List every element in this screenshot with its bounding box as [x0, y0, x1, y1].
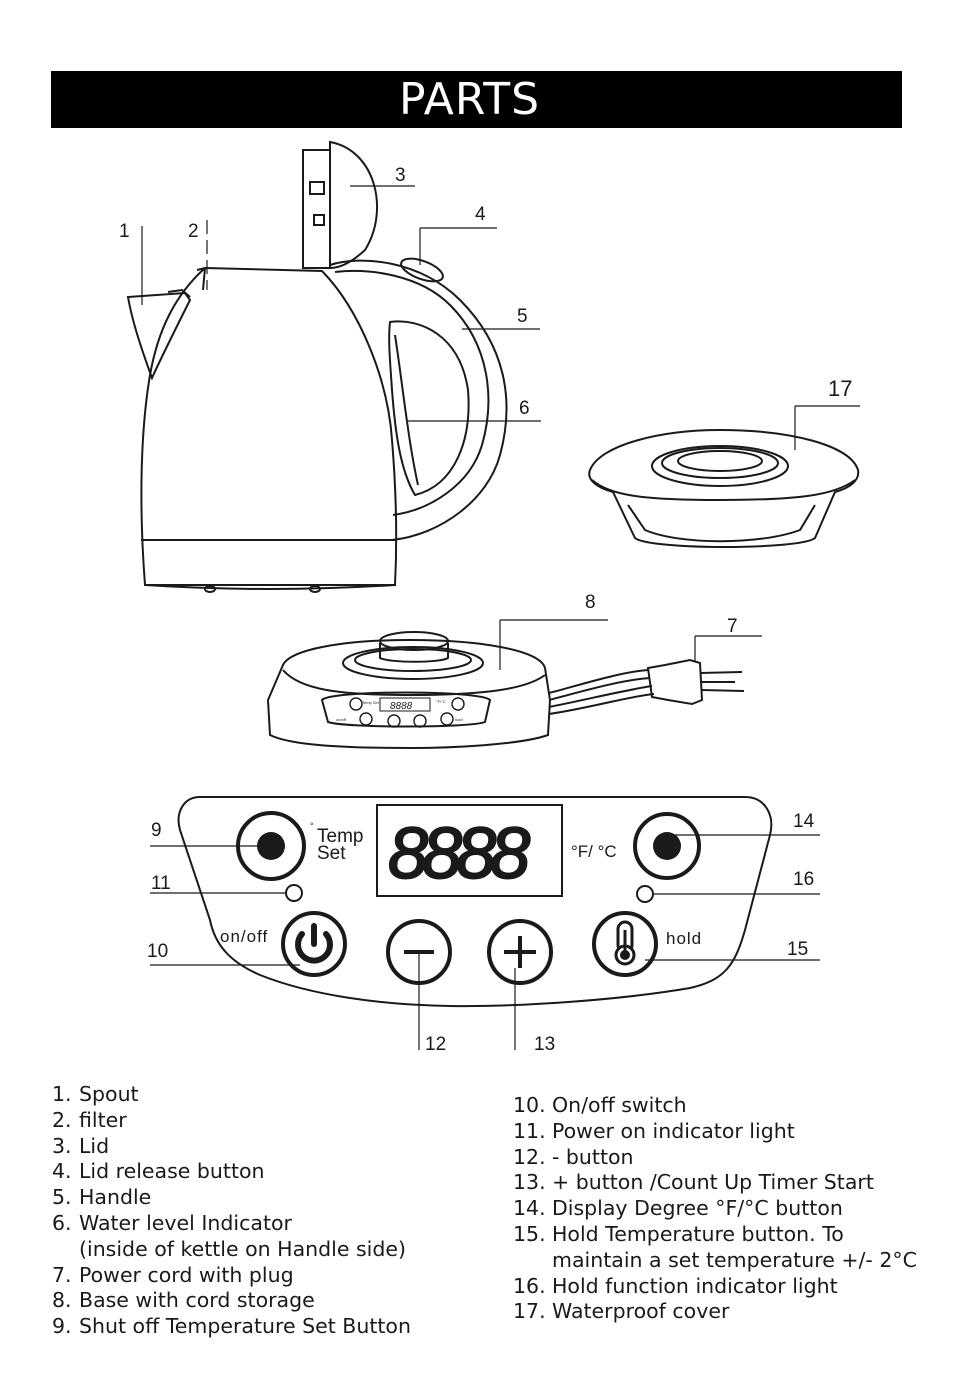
hold-indicator-light	[636, 885, 654, 903]
kettle-lid	[329, 140, 379, 270]
power-indicator-light	[285, 884, 303, 902]
lcd-display-frame	[376, 804, 563, 897]
list-item: 7.Power cord with plug	[52, 1262, 294, 1287]
callout-3: 3	[395, 165, 406, 186]
callout-1: 1	[119, 221, 130, 242]
callout-12: 12	[425, 1034, 446, 1055]
mini-on-off: on/off	[336, 717, 347, 722]
panel-leaders	[150, 834, 820, 1050]
list-item: 4.Lid release button	[52, 1159, 265, 1184]
list-item: 17.Waterproof cover	[513, 1299, 730, 1324]
callout-13: 13	[534, 1034, 555, 1055]
degree-mark: °	[310, 821, 314, 831]
control-panel-outline	[177, 796, 773, 1008]
callout-8: 8	[585, 592, 596, 613]
kettle-spout	[126, 291, 192, 381]
temp-set-label-2: Set	[317, 843, 346, 864]
callout-6: 6	[519, 398, 530, 419]
hold-button	[592, 911, 658, 977]
unit-label: °F/ °C	[571, 842, 617, 861]
power-icon	[295, 931, 333, 964]
kettle-callouts: 1 2 3 4 5 6	[119, 165, 530, 419]
plus-button	[487, 919, 553, 985]
list-item: 2.filter	[52, 1107, 127, 1132]
temp-set-label-1: Temp	[317, 826, 363, 847]
kettle-body	[140, 266, 398, 586]
list-item: 14.Display Degree °F/°C button	[513, 1196, 843, 1221]
lid-release-button	[400, 257, 444, 283]
callout-7: 7	[727, 616, 738, 637]
mini-hold: hold	[455, 717, 463, 722]
list-item: (inside of kettle on Handle side)	[79, 1236, 406, 1261]
hold-label: hold	[666, 929, 702, 948]
control-panel: ° Temp Set 8888 °F/ °C on/off	[177, 796, 773, 1008]
list-item: 11.Power on indicator light	[513, 1118, 795, 1143]
page-title: PARTS	[399, 74, 540, 125]
kettle-leaders	[141, 185, 541, 422]
unit-toggle-button	[633, 812, 701, 880]
parts-list-right: 10.On/off switch 11.Power on indicator l…	[513, 1093, 943, 1325]
callout-4: 4	[475, 204, 486, 225]
kettle-illustration	[126, 140, 508, 593]
callout-11: 11	[151, 873, 171, 894]
mini-unit: °F/°C	[436, 699, 446, 704]
callout-15: 15	[787, 939, 808, 960]
kettle-handle	[329, 259, 508, 541]
list-item: 10.On/off switch	[513, 1093, 687, 1117]
list-item: 5.Handle	[52, 1185, 152, 1210]
callout-2: 2	[188, 221, 199, 242]
list-item: 6.Water level Indicator	[52, 1210, 292, 1235]
callout-17: 17	[828, 376, 852, 401]
mini-display: 8888	[390, 701, 413, 712]
list-item: maintain a set temperature +/- 2°C	[552, 1247, 917, 1272]
title-banner: PARTS	[51, 71, 902, 128]
callout-16: 16	[793, 869, 814, 890]
mini-temp-set: Temp Set	[362, 700, 380, 705]
base-illustration	[266, 631, 745, 750]
callout-9: 9	[151, 820, 162, 841]
list-item: 3.Lid	[52, 1133, 110, 1158]
list-item: 8.Base with cord storage	[52, 1288, 315, 1313]
list-item: 13.+ button /Count Up Timer Start	[513, 1170, 874, 1195]
waterproof-cover-illustration	[588, 428, 860, 548]
list-item: 15.Hold Temperature button. To	[513, 1221, 844, 1246]
base-leaders	[499, 619, 762, 670]
list-item: 16.Hold function indicator light	[513, 1273, 838, 1298]
cover-leader	[794, 405, 860, 450]
list-item: 12.- button	[513, 1144, 634, 1169]
power-button	[281, 911, 347, 977]
list-item: 9.Shut off Temperature Set Button	[52, 1314, 411, 1339]
callout-14: 14	[793, 811, 815, 832]
callout-5: 5	[517, 306, 528, 327]
plus-icon	[504, 936, 536, 968]
lcd-display: 8888	[388, 814, 530, 894]
list-item: 1.Spout	[52, 1082, 139, 1106]
parts-list-left: 1.Spout 2.filter 3.Lid 4.Lid release but…	[52, 1082, 492, 1340]
water-level-window	[388, 320, 470, 497]
on-off-label: on/off	[220, 927, 268, 946]
thermometer-icon	[614, 920, 636, 966]
callout-10: 10	[147, 941, 168, 962]
